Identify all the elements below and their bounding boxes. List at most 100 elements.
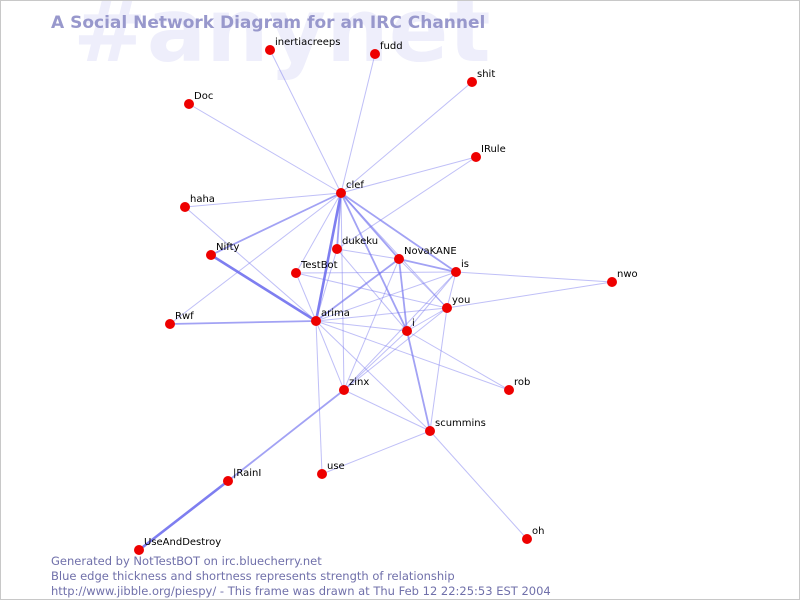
- node-IRule: IRule: [471, 144, 506, 162]
- node-dot-is: [451, 267, 461, 277]
- edge-i-rob: [406, 330, 510, 391]
- edge-is-arima: [315, 271, 457, 322]
- node-label-IRule: IRule: [481, 144, 506, 155]
- edge-clef-haha: [184, 192, 342, 208]
- edge-you-scummins: [429, 307, 448, 432]
- edge-dukeku-i: [336, 248, 408, 332]
- edge-is-you: [446, 271, 457, 309]
- node-dot-inertiacreeps: [265, 45, 275, 55]
- node-you: you: [442, 295, 470, 313]
- node-zinx: zinx: [339, 377, 369, 395]
- node-label-inertiacreeps: inertiacreeps: [275, 37, 340, 48]
- node-label-shit: shit: [477, 69, 495, 80]
- edge-NovaKANE-zinx: [343, 258, 400, 391]
- node-dot-use: [317, 469, 327, 479]
- edge-i-scummins: [406, 330, 431, 432]
- node-label-Rwf: Rwf: [175, 311, 194, 322]
- node-dot-nwo: [607, 277, 617, 287]
- edge-zinx-IRainI: [227, 389, 345, 482]
- node-dot-rob: [504, 385, 514, 395]
- edge-clef-IRule: [340, 156, 477, 194]
- node-label-oh: oh: [532, 526, 544, 537]
- node-dot-Doc: [184, 99, 194, 109]
- node-arima: arima: [311, 308, 350, 326]
- node-label-Nifty: Nifty: [216, 242, 240, 253]
- edge-TestBot-arima: [295, 272, 317, 322]
- node-label-Doc: Doc: [194, 91, 213, 102]
- node-haha: haha: [180, 194, 215, 212]
- edge-TestBot-is: [295, 271, 457, 274]
- edge-is-zinx: [343, 271, 457, 391]
- node-IRainI: |RainI: [223, 468, 261, 486]
- node-label-scummins: scummins: [435, 418, 486, 429]
- node-TestBot: TestBot: [291, 260, 338, 278]
- edge-scummins-oh: [429, 430, 528, 540]
- node-dot-Rwf: [165, 319, 175, 329]
- edge-clef-Rwf: [169, 192, 342, 325]
- node-dot-haha: [180, 202, 190, 212]
- node-label-haha: haha: [190, 194, 215, 205]
- node-dot-scummins: [425, 426, 435, 436]
- node-label-nwo: nwo: [617, 269, 638, 280]
- edge-NovaKANE-arima: [315, 258, 400, 322]
- node-fudd: fudd: [370, 41, 403, 59]
- node-dot-clef: [336, 188, 346, 198]
- node-dot-UseAndDestroy: [134, 545, 144, 555]
- node-label-use: use: [327, 461, 345, 472]
- edge-is-i: [406, 271, 457, 332]
- edge-is-nwo: [455, 271, 613, 283]
- node-label-IRainI: |RainI: [233, 468, 261, 479]
- edge-you-nwo: [446, 281, 613, 309]
- edge-Nifty-arima: [210, 253, 317, 323]
- edge-Rwf-arima: [169, 320, 317, 325]
- edge-clef-Nifty: [210, 192, 342, 256]
- node-dot-arima: [311, 316, 321, 326]
- edge-you-zinx: [343, 307, 448, 391]
- node-label-dukeku: dukeku: [342, 236, 378, 247]
- edge-clef-inertiacreeps: [269, 49, 342, 194]
- edge-clef-is: [340, 192, 457, 273]
- edge-dukeku-NovaKANE: [336, 248, 400, 260]
- edge-arima-scummins: [315, 320, 431, 432]
- edge-clef-NovaKANE: [340, 192, 400, 260]
- node-label-clef: clef: [346, 180, 364, 191]
- edge-clef-TestBot: [295, 192, 342, 274]
- node-Doc: Doc: [184, 91, 213, 109]
- node-rob: rob: [504, 377, 530, 395]
- edge-arima-i: [315, 320, 408, 332]
- node-dot-IRule: [471, 152, 481, 162]
- edge-clef-i: [340, 192, 408, 332]
- node-inertiacreeps: inertiacreeps: [265, 37, 340, 55]
- node-label-UseAndDestroy: UseAndDestroy: [144, 537, 221, 548]
- node-dot-TestBot: [291, 268, 301, 278]
- footer-url-timestamp: http://www.jibble.org/piespy/ - This fra…: [51, 584, 551, 598]
- node-Rwf: Rwf: [165, 311, 194, 329]
- node-i: i: [402, 318, 415, 336]
- edge-clef-you: [340, 192, 448, 309]
- node-nwo: nwo: [607, 269, 638, 287]
- edge-clef-Doc: [188, 103, 342, 194]
- edge-clef-shit: [340, 81, 473, 194]
- edge-you-i: [406, 307, 448, 332]
- node-label-rob: rob: [514, 377, 530, 388]
- edge-zinx-scummins: [343, 389, 431, 432]
- node-scummins: scummins: [425, 418, 486, 436]
- node-label-NovaKANE: NovaKANE: [404, 246, 457, 257]
- edge-dukeku-arima: [315, 248, 338, 322]
- edge-clef-zinx: [340, 192, 345, 391]
- node-label-arima: arima: [321, 308, 350, 319]
- node-label-fudd: fudd: [380, 41, 403, 52]
- node-dot-Nifty: [206, 250, 216, 260]
- node-label-is: is: [461, 259, 469, 270]
- edge-i-zinx: [343, 330, 408, 391]
- node-is: is: [451, 259, 469, 277]
- edge-layer: [138, 49, 613, 552]
- node-Nifty: Nifty: [206, 242, 240, 260]
- edge-you-arima: [315, 307, 448, 322]
- edge-clef-fudd: [340, 53, 376, 194]
- node-dot-shit: [467, 77, 477, 87]
- node-oh: oh: [522, 526, 544, 544]
- node-clef: clef: [336, 180, 364, 198]
- edge-TestBot-you: [295, 272, 448, 309]
